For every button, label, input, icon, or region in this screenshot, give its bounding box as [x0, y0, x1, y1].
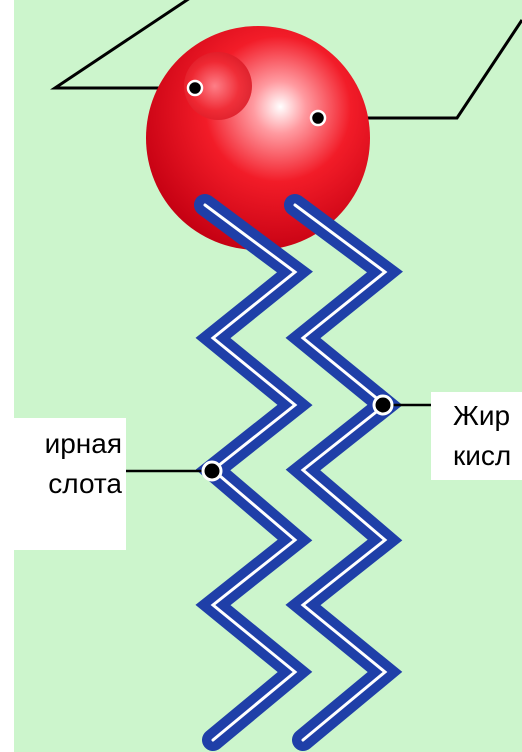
left-tail-dot [203, 462, 221, 480]
fatty-acid-tails [205, 205, 385, 740]
right-head-dot [311, 111, 325, 125]
right-label-line-1: Жир [453, 396, 522, 436]
left-label-line-1: ирная [0, 424, 122, 464]
left-fatty-acid-label: ирная слота [0, 418, 126, 550]
phosphate-head [146, 26, 370, 250]
right-fatty-acid-label: Жир кисл [431, 392, 522, 480]
left-head-dot [188, 81, 202, 95]
right-tail-dot [374, 396, 392, 414]
right-label-line-2: кисл [453, 436, 522, 476]
left-label-line-2: слота [0, 464, 122, 504]
